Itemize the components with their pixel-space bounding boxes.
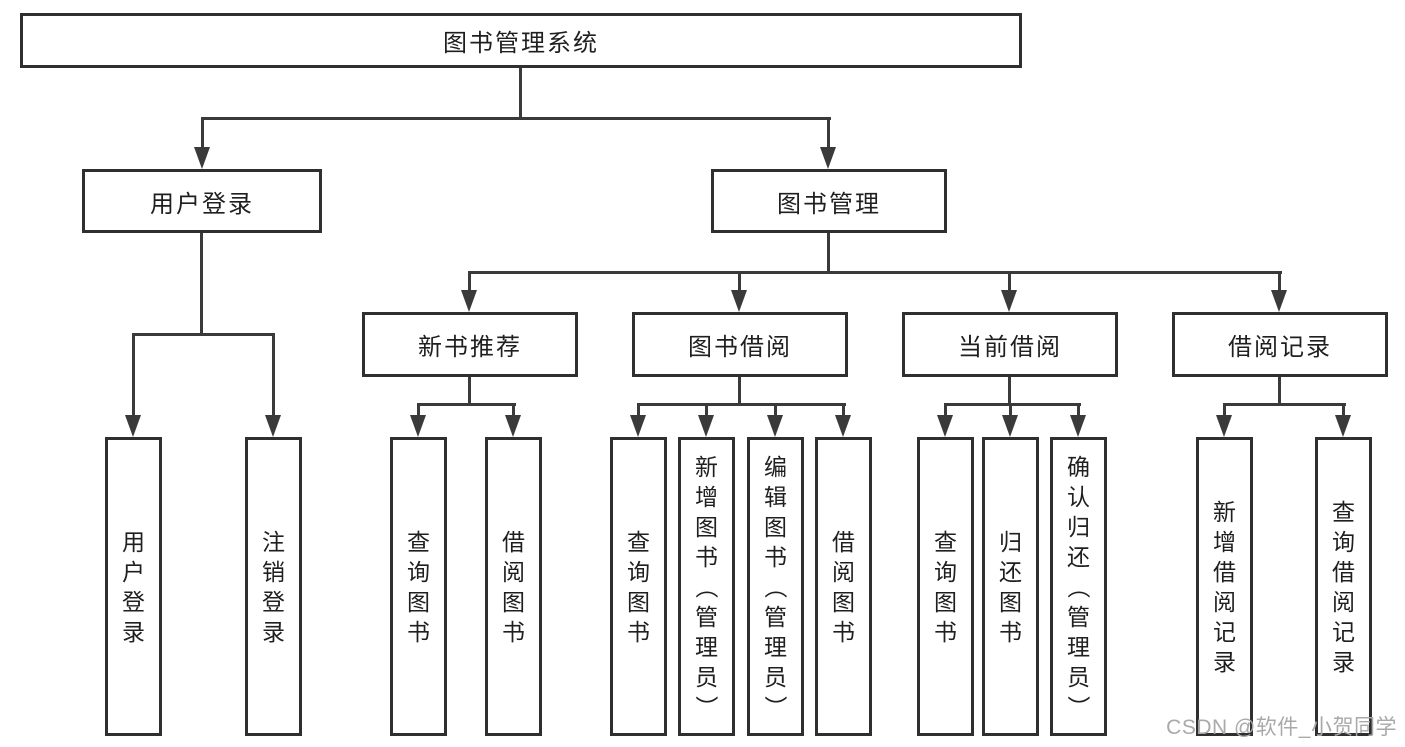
connector-line	[944, 403, 947, 415]
connector-line	[637, 403, 640, 415]
connector-line	[468, 271, 471, 290]
node-root-label: 图书管理系统	[443, 30, 599, 57]
leaf-logout-label: 注销登录	[262, 528, 285, 645]
node-user-login-label: 用户登录	[150, 190, 254, 218]
leaf-borrow-books-borrowing-label: 借阅图书	[832, 528, 855, 645]
leaf-return-books-label: 归还图书	[999, 528, 1022, 645]
leaf-query-books-newbook: 查询图书	[390, 437, 447, 736]
leaf-confirm-return-admin-label: 确认归还（管理员）	[1065, 453, 1092, 719]
arrowhead-down-icon	[265, 415, 281, 437]
node-current-borrowing: 当前借阅	[902, 312, 1118, 377]
connector-line	[1009, 403, 1012, 415]
leaf-edit-books-admin: 编辑图书（管理员）	[747, 437, 804, 736]
connector-line	[417, 403, 516, 406]
arrowhead-down-icon	[461, 290, 477, 312]
leaf-confirm-return-admin: 确认归还（管理员）	[1050, 437, 1107, 736]
node-current-borrowing-label: 当前借阅	[958, 334, 1062, 361]
arrowhead-down-icon	[1002, 415, 1018, 437]
connector-line	[200, 233, 203, 335]
connector-line	[705, 403, 708, 415]
leaf-borrow-books-newbook-label: 借阅图书	[502, 528, 525, 645]
connector-line	[827, 117, 830, 148]
leaf-query-books-newbook-label: 查询图书	[407, 528, 430, 645]
connector-line	[1077, 403, 1080, 415]
node-borrowing-records: 借阅记录	[1172, 312, 1388, 377]
node-book-management-label: 图书管理	[777, 190, 881, 218]
leaf-logout: 注销登录	[245, 437, 302, 736]
connector-line	[201, 117, 831, 120]
connector-line	[827, 233, 830, 274]
arrowhead-down-icon	[194, 147, 210, 169]
arrowhead-down-icon	[937, 415, 953, 437]
leaf-return-books: 归还图书	[982, 437, 1039, 736]
node-new-book-recommend-label: 新书推荐	[418, 334, 522, 361]
arrowhead-down-icon	[1271, 290, 1287, 312]
arrowhead-down-icon	[820, 147, 836, 169]
node-book-management: 图书管理	[711, 169, 947, 233]
connector-line	[1223, 403, 1226, 415]
connector-line	[637, 403, 846, 406]
arrowhead-down-icon	[125, 415, 141, 437]
connector-line	[738, 271, 741, 290]
node-root: 图书管理系统	[20, 13, 1022, 68]
watermark: CSDN @软件_小贺同学	[1166, 716, 1397, 739]
connector-line	[1278, 377, 1281, 406]
arrowhead-down-icon	[1001, 290, 1017, 312]
connector-line	[201, 117, 204, 148]
arrowhead-down-icon	[1335, 415, 1351, 437]
connector-line	[738, 377, 741, 406]
connector-line	[132, 333, 135, 415]
arrowhead-down-icon	[410, 415, 426, 437]
arrowhead-down-icon	[1216, 415, 1232, 437]
node-user-login: 用户登录	[82, 169, 322, 233]
connector-line	[1008, 377, 1011, 406]
arrowhead-down-icon	[1070, 415, 1086, 437]
leaf-borrow-books-borrowing: 借阅图书	[815, 437, 872, 736]
connector-line	[1342, 403, 1345, 415]
leaf-add-borrow-record: 新增借阅记录	[1196, 437, 1253, 736]
arrowhead-down-icon	[505, 415, 521, 437]
node-borrowing-records-label: 借阅记录	[1228, 334, 1332, 361]
leaf-query-books-borrowing-label: 查询图书	[627, 528, 650, 645]
leaf-user-login: 用户登录	[105, 437, 162, 736]
leaf-add-books-admin: 新增图书（管理员）	[678, 437, 735, 736]
connector-line	[272, 333, 275, 415]
connector-line	[1278, 271, 1281, 290]
connector-line	[1008, 271, 1011, 290]
connector-line	[944, 403, 1081, 406]
connector-line	[512, 403, 515, 415]
connector-line	[468, 271, 1282, 274]
leaf-borrow-books-newbook: 借阅图书	[485, 437, 542, 736]
connector-line	[417, 403, 420, 415]
leaf-user-login-label: 用户登录	[122, 528, 145, 645]
arrowhead-down-icon	[767, 415, 783, 437]
arrowhead-down-icon	[731, 290, 747, 312]
leaf-edit-books-admin-label: 编辑图书（管理员）	[762, 453, 789, 719]
leaf-query-borrow-record-label: 查询借阅记录	[1332, 498, 1355, 675]
leaf-add-books-admin-label: 新增图书（管理员）	[693, 453, 720, 719]
connector-line	[842, 403, 845, 415]
leaf-query-borrow-record: 查询借阅记录	[1315, 437, 1372, 736]
node-book-borrowing: 图书借阅	[632, 312, 848, 377]
connector-line	[132, 333, 275, 336]
node-new-book-recommend: 新书推荐	[362, 312, 578, 377]
arrowhead-down-icon	[835, 415, 851, 437]
leaf-query-books-current-label: 查询图书	[934, 528, 957, 645]
connector-line	[774, 403, 777, 415]
connector-line	[1223, 403, 1346, 406]
connector-line	[519, 68, 522, 120]
connector-line	[468, 377, 471, 406]
arrowhead-down-icon	[630, 415, 646, 437]
node-book-borrowing-label: 图书借阅	[688, 334, 792, 361]
leaf-query-books-current: 查询图书	[917, 437, 974, 736]
leaf-add-borrow-record-label: 新增借阅记录	[1213, 498, 1236, 675]
leaf-query-books-borrowing: 查询图书	[610, 437, 667, 736]
arrowhead-down-icon	[698, 415, 714, 437]
